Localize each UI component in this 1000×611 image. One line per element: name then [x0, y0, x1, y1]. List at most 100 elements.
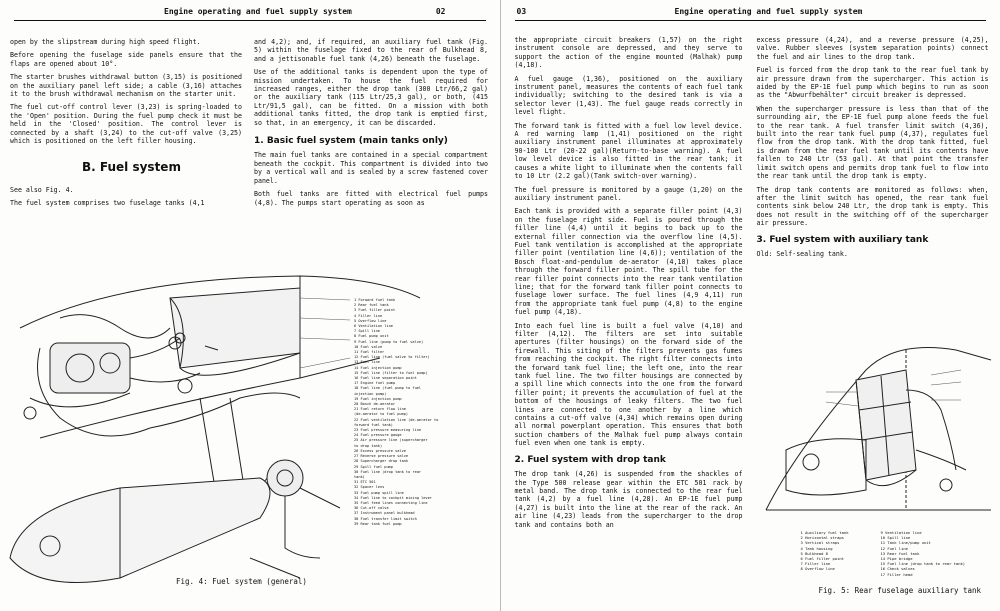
paragraph: Fuel is forced from the drop tank to the… [756, 66, 989, 100]
header-title: Engine operating and fuel supply system [674, 7, 863, 16]
paragraph: Into each fuel line is built a fuel valv… [514, 321, 743, 448]
legend-item: 33 Fuel pump spill line [354, 490, 404, 495]
legend-item: 10 Spill line [880, 535, 911, 541]
legend-item: 9 Fuel line (pump to fuel valve) [354, 339, 424, 344]
legend-item: 25 Air pressure line (supercharger [354, 438, 428, 443]
legend-item: (de-aerator to fuel pump) [354, 412, 409, 417]
legend-item: tank) [354, 474, 365, 479]
legend-item: 29 Spill fuel pump [354, 464, 393, 469]
legend-item: 31 ETC 501 [354, 480, 376, 485]
legend-item: 15 Fuel line (drop tank to rear tank) [880, 561, 966, 567]
page-header: Engine operating and fuel supply system … [14, 6, 486, 21]
legend-item: 3 Vertical straps [800, 540, 840, 546]
legend-item: 4 Filler line [354, 313, 383, 318]
paragraph: Both fuel tanks are fitted with electric… [254, 190, 488, 207]
see-also: See also Fig. 4. [10, 185, 74, 194]
legend-item: 9 Ventilation line [880, 530, 922, 535]
paragraph: The starter brushes withdrawal button (3… [10, 73, 242, 99]
paragraph: Each tank is provided with a separate fi… [514, 207, 743, 317]
auxiliary-tank-diagram-icon [765, 347, 991, 511]
legend-item: 32 Spacer lens [354, 485, 385, 490]
paragraph: excess pressure (4,24), and a reverse pr… [756, 36, 989, 61]
legend-item: 18 Fuel line (fuel pump to fuel [354, 386, 422, 391]
figure-4-caption: Fig. 4: Fuel system (general) [176, 577, 307, 586]
paragraph: The forward tank is fitted with a fuel l… [514, 121, 743, 181]
legend-item: 7 Spill line [354, 329, 380, 334]
legend-item: 10 Fuel valve [354, 344, 383, 349]
paragraph: open by the slipstream during high speed… [10, 38, 201, 46]
paragraph: When the supercharger pressure is less t… [756, 104, 989, 181]
legend-item: 17 Filler head [880, 571, 913, 577]
legend-item: 23 Fuel pressure measuring line [354, 428, 422, 433]
section-heading-1: 1. Basic fuel system (main tanks only) [254, 136, 448, 147]
paragraph: and 4,2); and, if required, an auxiliary… [254, 38, 488, 63]
right-column-1: the appropriate circuit breakers (1,57) … [515, 36, 743, 534]
legend-item: 36 Cut-off valve [354, 506, 389, 511]
right-column-2: excess pressure (4,24), and a reverse pr… [757, 36, 989, 263]
legend-item: 3 Fuel filler point [354, 308, 396, 313]
legend-item: 21 Fuel return flow line [354, 407, 406, 412]
legend-item: injection pump) [354, 391, 387, 396]
legend-item: 1 Auxiliary fuel tank [800, 530, 849, 535]
legend-item: 4 Tank housing [800, 545, 833, 551]
legend-item: to drop tank) [354, 443, 383, 448]
page-number: 02 [435, 7, 446, 16]
legend-item: 28 Supercharger drop tank [354, 459, 409, 464]
paragraph: Before opening the fuselage side panels … [10, 51, 242, 68]
legend-item: 20 Bosch de-aerator [354, 402, 396, 407]
legend-item: 39 Rear tank fuel pump [354, 521, 402, 526]
legend-item: 5 Overflow line [354, 318, 387, 323]
legend-item: 14 Fuel injection pump [354, 365, 402, 370]
legend-item: 2 Horizontal straps [800, 535, 844, 541]
legend-item: 37 Instrument panel bulkhead [354, 511, 415, 516]
legend-item: 34 Fuel line to cockpit mixing lever [354, 495, 432, 500]
legend-item: 26 Excess pressure valve [354, 448, 406, 453]
section-heading-2: 2. Fuel system with drop tank [514, 454, 666, 465]
legend-item: 17 Engine fuel pump [354, 381, 396, 386]
section-heading-b: B. Fuel system [82, 160, 181, 175]
legend-item: 8 Overflow line [800, 566, 835, 572]
right-page: 03 Engine operating and fuel supply syst… [500, 0, 1000, 611]
legend-item: 16 Check valves [880, 566, 915, 572]
paragraph: the appropriate circuit breakers (1,57) … [514, 36, 743, 70]
legend-item: 38 Fuel transfer limit switch [354, 516, 417, 521]
page-number: 03 [516, 7, 527, 16]
paragraph: The fuel pressure is monitored by a gaug… [514, 185, 743, 202]
legend-item: 24 Fuel pressure gauge [354, 433, 402, 438]
fuel-system-diagram-icon [9, 275, 421, 583]
header-title: Engine operating and fuel supply system [164, 7, 352, 16]
page-header: 03 Engine operating and fuel supply syst… [514, 6, 986, 21]
legend-item: forward fuel tank) [354, 422, 393, 427]
legend-item: 14 Pipe bridge [880, 556, 913, 562]
legend-item: 12 Fuel line (fuel valve to filter) [354, 355, 430, 360]
paragraph: The main fuel tanks are contained in a s… [254, 151, 488, 185]
legend-item: 1 Forward fuel tank [354, 298, 396, 302]
legend-item: 35 Fuel feed lines connecting line [354, 500, 428, 505]
left-column-2: and 4,2); and, if required, an auxiliary… [254, 38, 488, 212]
paragraph: A fuel gauge (1,36), positioned on the a… [514, 74, 743, 117]
legend-item: 30 Fuel line (drop tank to rear [354, 469, 422, 474]
legend-item: 15 Fuel line (filter to fuel pump) [354, 370, 428, 375]
legend-item: 8 Fuel pump unit [354, 334, 389, 339]
legend-item: 7 Filler line [800, 561, 831, 567]
legend-item: 13 Rear fuel tank [880, 550, 920, 556]
left-column-1: open by the slipstream during high speed… [10, 38, 242, 213]
paragraph: The drop tank contents are monitored as … [756, 185, 989, 228]
legend-item: 12 Fuel line [880, 545, 908, 551]
legend-item: 2 Rear fuel tank [354, 303, 389, 308]
paragraph: Use of the additional tanks is dependent… [254, 68, 488, 127]
paragraph: The fuel cut-off control lever (3,23) is… [10, 103, 242, 146]
legend-item: 19 Fuel injection pump [354, 396, 402, 401]
legend-item: 11 Fuel filter [354, 350, 385, 355]
legend-item: 6 Ventilation line [354, 324, 393, 329]
legend-item: 6 Fuel filler point [800, 556, 844, 562]
left-page: Engine operating and fuel supply system … [9, 0, 501, 611]
legend-item: 13 Fuel line [354, 360, 380, 365]
legend-item: 22 Fuel ventilation line (de-aerator to [354, 417, 439, 422]
legend-item: 11 Tank line/pump unit [880, 540, 931, 546]
legend-item: 5 Bulkhead 8 [800, 550, 828, 556]
